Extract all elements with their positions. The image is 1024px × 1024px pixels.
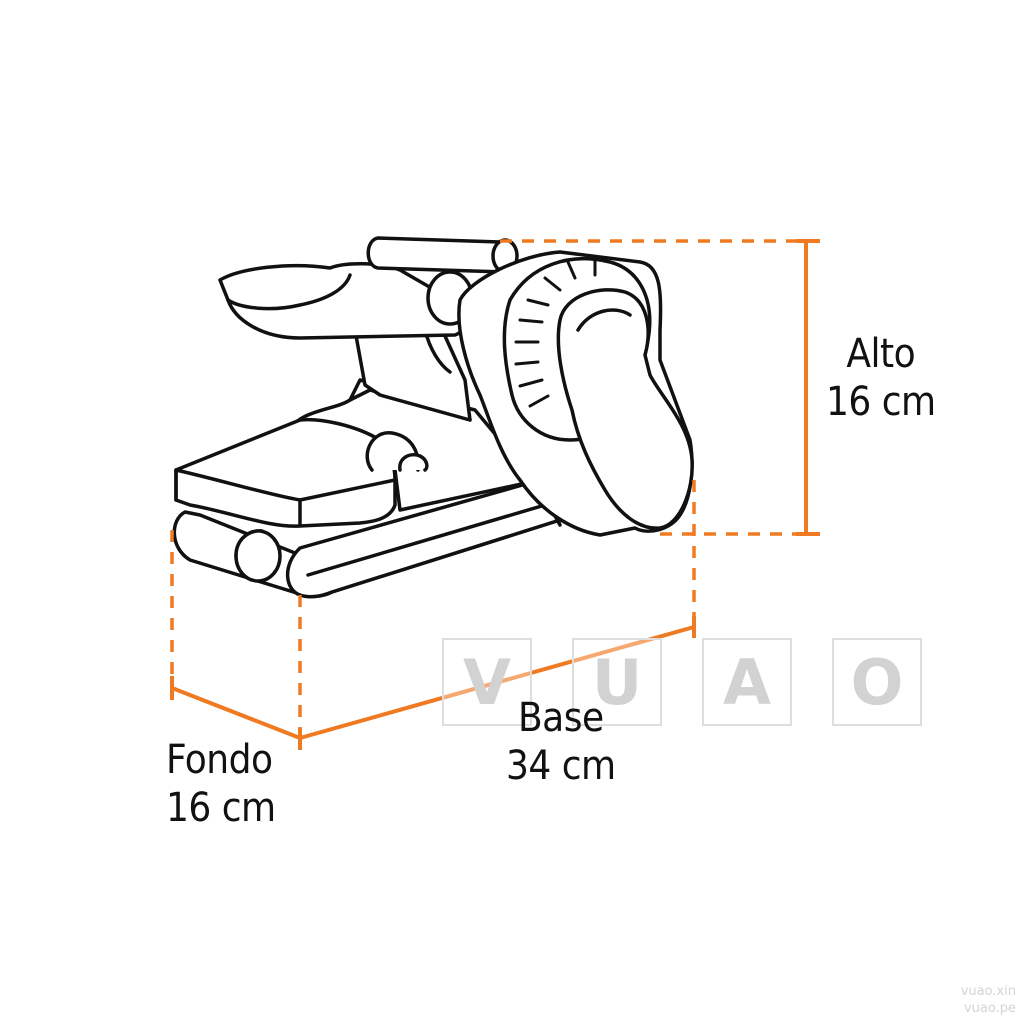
dimension-lines	[170, 239, 820, 750]
watermark-letter: V	[442, 638, 532, 726]
watermark-letter: U	[572, 638, 662, 726]
width-value: 34 cm	[506, 743, 616, 789]
belt-sander-icon	[172, 236, 694, 599]
watermark-letter: O	[832, 638, 922, 726]
depth-dimension-line	[171, 686, 301, 740]
watermark-letter: A	[702, 638, 792, 726]
width-dimension-line	[299, 625, 695, 740]
watermark-url: vuao.pe	[963, 1001, 1016, 1016]
height-name: Alto	[846, 331, 916, 377]
depth-value: 16 cm	[166, 785, 276, 831]
width-label: Base 34 cm	[506, 694, 616, 790]
depth-label: Fondo 16 cm	[166, 736, 276, 832]
depth-name: Fondo	[166, 737, 273, 783]
width-name: Base	[517, 695, 604, 741]
vent-slots-icon	[514, 256, 597, 408]
height-value: 16 cm	[826, 379, 936, 425]
watermark-url: vuao.xin	[960, 984, 1016, 999]
height-label: Alto 16 cm	[826, 330, 936, 426]
